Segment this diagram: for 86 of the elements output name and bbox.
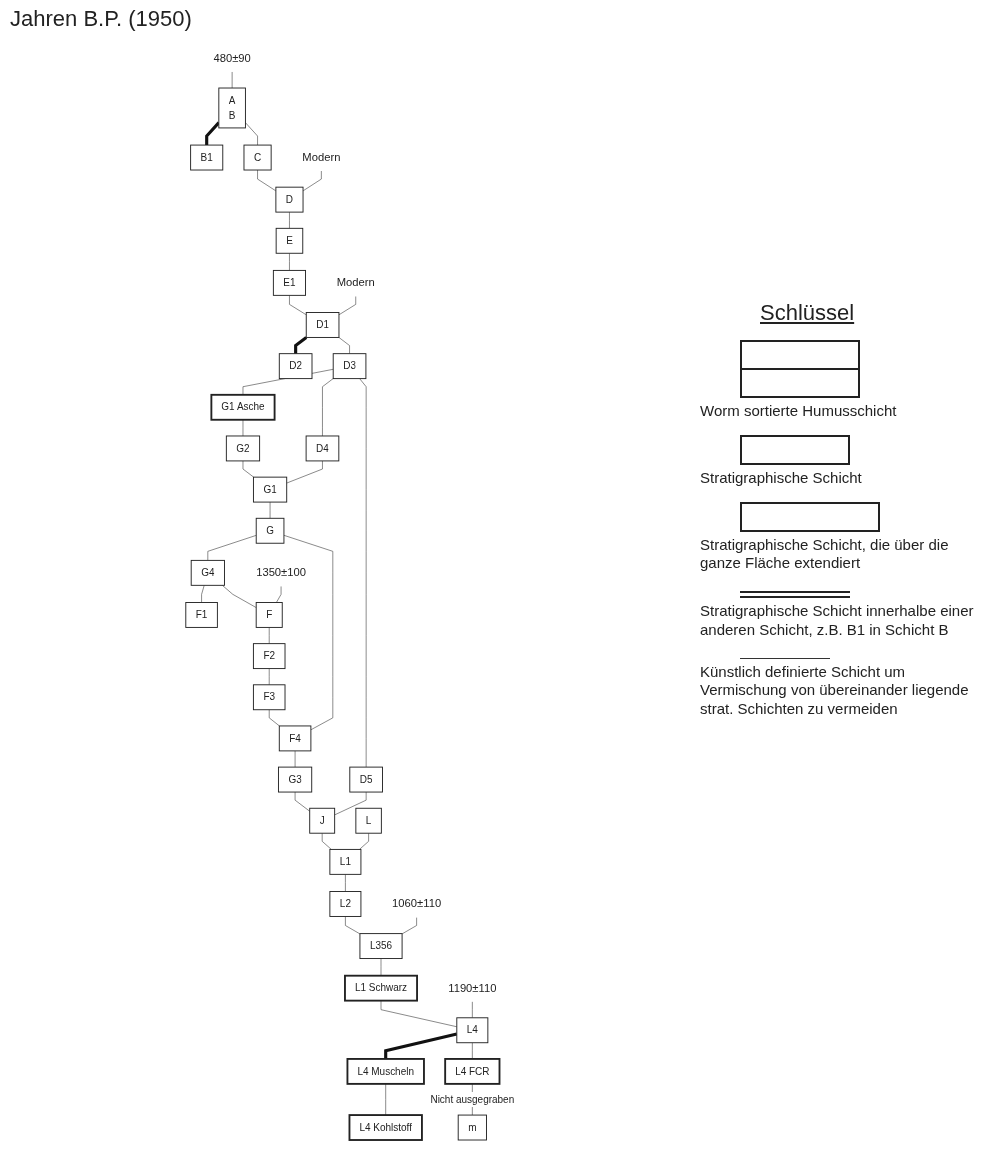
connector xyxy=(302,170,322,192)
connector xyxy=(472,1042,473,1060)
connector xyxy=(269,501,271,519)
connector xyxy=(268,627,270,644)
node-box: E1 xyxy=(272,269,306,296)
connector xyxy=(294,791,310,812)
node-box: L4 Kohlstoff xyxy=(348,1114,423,1141)
node-text: 480±90 xyxy=(213,51,251,65)
connector xyxy=(401,917,417,935)
edge-label: Nicht ausgegraben xyxy=(430,1093,515,1105)
connector xyxy=(245,122,258,146)
node-box: G xyxy=(255,517,285,544)
legend-text: Worm sortierte Humusschicht xyxy=(700,402,898,421)
connector xyxy=(205,121,220,146)
legend-text: Stratigraphische Schicht xyxy=(700,468,863,488)
connector xyxy=(201,585,205,603)
connector xyxy=(276,585,282,603)
node-text: 1350±100 xyxy=(256,566,307,579)
node-box: G3 xyxy=(278,766,313,793)
connector xyxy=(321,832,332,850)
connector xyxy=(222,585,257,608)
node-box: G4 xyxy=(190,559,225,586)
connector xyxy=(472,1001,473,1019)
connector xyxy=(359,378,367,768)
node-box: D4 xyxy=(305,435,340,462)
node-box: D2 xyxy=(278,353,313,380)
node-box: G2 xyxy=(225,435,261,462)
connector xyxy=(345,874,346,892)
connector xyxy=(384,1032,458,1059)
node-box: D5 xyxy=(349,766,383,793)
node-box: B1 xyxy=(190,144,224,171)
connector xyxy=(283,535,334,731)
node-box: D3 xyxy=(332,353,367,380)
node-box: F4 xyxy=(278,725,312,752)
node-box: F2 xyxy=(252,643,286,670)
node-box: L xyxy=(355,807,382,834)
node-box: L4 FCR xyxy=(444,1058,501,1085)
node-box: L4 xyxy=(456,1017,489,1044)
connector xyxy=(207,535,257,561)
connector xyxy=(345,916,361,935)
connector xyxy=(231,71,233,89)
node-text: 1190±110 xyxy=(448,981,497,995)
connector xyxy=(289,295,307,316)
node-box: F1 xyxy=(185,602,218,628)
node-box: G1 Asche xyxy=(210,393,276,421)
node-box: J xyxy=(309,807,336,834)
legend-title: Schlüssel xyxy=(760,300,855,326)
legend-text: Künstlich definierte Schicht um Vermischung von übereinander liegende strat. Schichten zu vermeiden xyxy=(700,662,970,719)
node-box: L2 xyxy=(329,891,362,917)
node-text: Modern xyxy=(336,276,375,289)
connector xyxy=(294,750,296,768)
node-box: G1 xyxy=(252,476,288,503)
node-box: L1 Schwarz xyxy=(344,974,418,1002)
connector xyxy=(268,709,280,727)
node-box: C xyxy=(243,144,272,171)
connector xyxy=(289,252,290,271)
node-text: Modern xyxy=(302,151,341,164)
connector xyxy=(242,419,244,437)
legend-text: Stratigraphische Schicht, die über die ganze Fläche extendiert xyxy=(700,535,950,573)
node-box: D xyxy=(275,186,304,213)
connector xyxy=(286,460,323,484)
node-box: D1 xyxy=(305,312,340,338)
connector xyxy=(380,958,382,976)
legend-text: Stratigraphische Schicht innerhalbe einer anderen Schicht, z.B. B1 in Schicht B xyxy=(700,602,975,640)
node-box: L356 xyxy=(359,933,403,959)
node-box: E xyxy=(275,227,304,254)
connector xyxy=(338,296,357,316)
chart-title: Jahren B.P. (1950) xyxy=(10,6,192,32)
connector xyxy=(338,337,350,354)
connector xyxy=(257,169,277,192)
node-text: 1060±110 xyxy=(392,897,442,910)
node-box: m xyxy=(457,1114,487,1141)
connector xyxy=(359,832,369,850)
connector xyxy=(334,791,367,816)
connector xyxy=(385,1083,386,1116)
connector xyxy=(294,336,308,354)
node-box: L4 Muscheln xyxy=(346,1058,425,1085)
node-box: F3 xyxy=(252,684,286,711)
connector xyxy=(242,460,254,478)
node-box: L1 xyxy=(329,848,362,875)
node-box: F xyxy=(255,602,283,628)
connector xyxy=(268,668,270,686)
node-box: A B xyxy=(218,87,246,129)
connector xyxy=(289,211,290,229)
connector xyxy=(380,1000,458,1028)
connector xyxy=(322,378,334,437)
